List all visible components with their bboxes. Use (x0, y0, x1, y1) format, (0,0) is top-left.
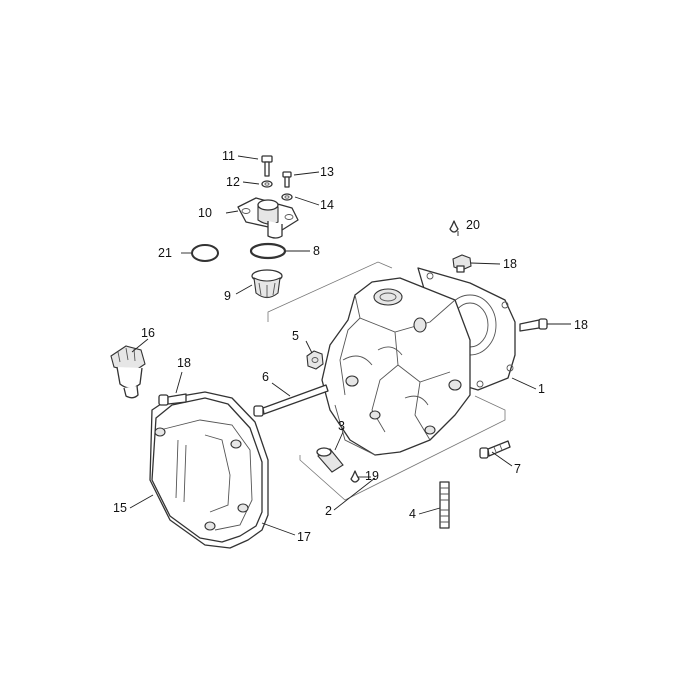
bolt-18-right (519, 318, 548, 332)
callout-12: 12 (226, 175, 240, 189)
callout-22: 21 (158, 246, 172, 260)
thermostat-cover-10 (237, 197, 299, 239)
callout-19: 18 (503, 257, 517, 271)
droplet-21 (449, 220, 459, 233)
callout-13: 13 (320, 165, 334, 179)
o-ring-22 (191, 244, 219, 262)
bolt-7 (479, 440, 511, 459)
callout-6: 6 (262, 370, 269, 384)
washer-14 (281, 193, 293, 201)
callout-10: 10 (198, 206, 212, 220)
callout-labels: 11 12 13 14 10 8 21 9 20 18 18 16 5 18 6… (113, 149, 588, 544)
stud-4 (439, 481, 450, 529)
callout-4: 4 (409, 507, 416, 521)
thermostat-9 (251, 269, 283, 299)
dashed-reference-lines (267, 261, 506, 501)
callout-7: 7 (514, 462, 521, 476)
sleeve-3 (316, 447, 344, 473)
callout-5: 5 (292, 329, 299, 343)
callout-20: 19 (365, 469, 379, 483)
callout-2: 2 (325, 504, 332, 518)
callout-21: 20 (466, 218, 480, 232)
o-ring-8 (249, 242, 287, 260)
sensor-19 (452, 254, 472, 273)
callout-3: 3 (338, 419, 345, 433)
nut-5 (306, 350, 324, 370)
long-bolt-6 (253, 384, 329, 417)
bolt-18-left (158, 393, 187, 406)
callout-18-right: 18 (574, 318, 588, 332)
callout-17: 17 (297, 530, 311, 544)
gasket-17 (149, 391, 269, 549)
callout-16: 16 (141, 326, 155, 340)
valve-cover-15 (151, 397, 263, 543)
callout-14: 14 (320, 198, 334, 212)
leader-lines (129, 155, 571, 536)
cylinder-head-1 (321, 267, 516, 456)
bolt-11 (261, 155, 273, 177)
callout-9: 9 (224, 289, 231, 303)
callout-11: 11 (222, 149, 235, 163)
washer-12 (261, 180, 273, 188)
callout-1: 1 (538, 382, 545, 396)
bolt-13 (282, 171, 292, 188)
droplet-20 (350, 470, 360, 483)
callout-15: 15 (113, 501, 127, 515)
filler-cap-16 (110, 345, 146, 399)
callout-18-left: 18 (177, 356, 191, 370)
callout-8: 8 (313, 244, 320, 258)
